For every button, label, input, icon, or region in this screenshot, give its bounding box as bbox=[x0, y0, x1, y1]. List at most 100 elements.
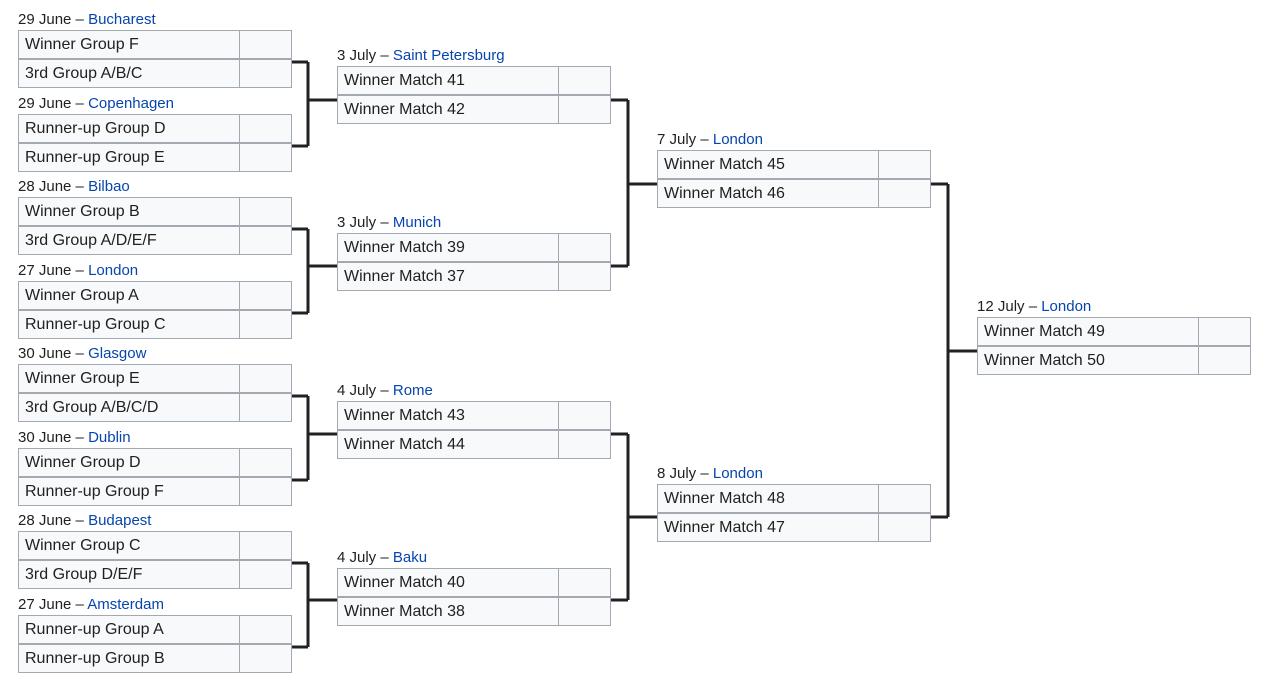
team-slot: Winner Group A bbox=[18, 281, 240, 310]
match-header: 3 July – Saint Petersburg bbox=[337, 46, 505, 66]
team-slot: Winner Match 39 bbox=[337, 233, 559, 262]
venue-link[interactable]: Munich bbox=[392, 214, 442, 231]
date-venue-separator: – bbox=[696, 465, 713, 482]
date-venue-separator: – bbox=[376, 382, 393, 399]
venue-link[interactable]: Copenhagen bbox=[88, 95, 174, 112]
venue-link[interactable]: Baku bbox=[392, 549, 428, 566]
team-slot: Winner Match 40 bbox=[337, 568, 559, 597]
venue-link[interactable]: Dublin bbox=[88, 429, 131, 446]
score-cell bbox=[240, 59, 292, 88]
score-cell bbox=[559, 597, 611, 626]
match-date: 4 July bbox=[337, 549, 377, 566]
score-cell bbox=[240, 281, 292, 310]
date-venue-separator: – bbox=[376, 214, 393, 231]
team-slot: Runner-up Group E bbox=[18, 143, 240, 172]
match-header: 30 June – Glasgow bbox=[18, 344, 146, 364]
match-header: 8 July – London bbox=[657, 464, 763, 484]
match-date: 12 July bbox=[977, 298, 1025, 315]
date-venue-separator: – bbox=[71, 596, 88, 613]
match-header: 28 June – Bilbao bbox=[18, 177, 130, 197]
team-slot: Winner Group F bbox=[18, 30, 240, 59]
date-venue-separator: – bbox=[71, 11, 89, 28]
venue-link[interactable]: Saint Petersburg bbox=[392, 47, 505, 64]
score-cell bbox=[1199, 346, 1251, 375]
venue-link[interactable]: Amsterdam bbox=[87, 596, 164, 613]
team-slot: 3rd Group D/E/F bbox=[18, 560, 240, 589]
team-slot: Winner Match 38 bbox=[337, 597, 559, 626]
team-slot: Winner Match 41 bbox=[337, 66, 559, 95]
score-cell bbox=[240, 531, 292, 560]
match-header: 29 June – Bucharest bbox=[18, 10, 156, 30]
score-cell bbox=[559, 401, 611, 430]
match-date: 29 June bbox=[18, 95, 72, 112]
match-header: 27 June – London bbox=[18, 261, 138, 281]
team-slot: Winner Match 47 bbox=[657, 513, 879, 542]
date-venue-separator: – bbox=[376, 549, 393, 566]
score-cell bbox=[879, 513, 931, 542]
date-venue-separator: – bbox=[71, 512, 89, 529]
match-date: 30 June bbox=[18, 429, 72, 446]
date-venue-separator: – bbox=[71, 95, 89, 112]
match-header: 4 July – Rome bbox=[337, 381, 433, 401]
team-slot: Winner Match 37 bbox=[337, 262, 559, 291]
venue-link[interactable]: London bbox=[712, 465, 763, 482]
team-slot: Winner Group D bbox=[18, 448, 240, 477]
score-cell bbox=[240, 114, 292, 143]
team-slot: Runner-up Group F bbox=[18, 477, 240, 506]
date-venue-separator: – bbox=[71, 345, 89, 362]
score-cell bbox=[559, 66, 611, 95]
team-slot: Winner Match 44 bbox=[337, 430, 559, 459]
venue-link[interactable]: Budapest bbox=[88, 512, 152, 529]
venue-link[interactable]: Rome bbox=[392, 382, 433, 399]
match-header: 28 June – Budapest bbox=[18, 511, 151, 531]
venue-link[interactable]: Bucharest bbox=[88, 11, 156, 28]
match-date: 7 July bbox=[657, 131, 697, 148]
team-slot: Winner Match 48 bbox=[657, 484, 879, 513]
venue-link[interactable]: London bbox=[712, 131, 763, 148]
date-venue-separator: – bbox=[71, 429, 89, 446]
match-date: 27 June bbox=[18, 596, 72, 613]
score-cell bbox=[879, 179, 931, 208]
match-header: 29 June – Copenhagen bbox=[18, 94, 174, 114]
venue-link[interactable]: Glasgow bbox=[88, 345, 147, 362]
match-header: 27 June – Amsterdam bbox=[18, 595, 164, 615]
match-date: 3 July bbox=[337, 47, 377, 64]
match-date: 30 June bbox=[18, 345, 72, 362]
match-date: 28 June bbox=[18, 512, 72, 529]
score-cell bbox=[879, 484, 931, 513]
score-cell bbox=[240, 615, 292, 644]
score-cell bbox=[240, 310, 292, 339]
score-cell bbox=[240, 477, 292, 506]
match-date: 8 July bbox=[657, 465, 697, 482]
team-slot: Winner Group C bbox=[18, 531, 240, 560]
date-venue-separator: – bbox=[696, 131, 713, 148]
venue-link[interactable]: Bilbao bbox=[88, 178, 130, 195]
venue-link[interactable]: London bbox=[1041, 298, 1092, 315]
match-header: 4 July – Baku bbox=[337, 548, 427, 568]
team-slot: Winner Match 46 bbox=[657, 179, 879, 208]
match-header: 12 July – London bbox=[977, 297, 1091, 317]
team-slot: 3rd Group A/B/C/D bbox=[18, 393, 240, 422]
score-cell bbox=[240, 644, 292, 673]
score-cell bbox=[559, 233, 611, 262]
match-header: 7 July – London bbox=[657, 130, 763, 150]
match-date: 29 June bbox=[18, 11, 72, 28]
score-cell bbox=[240, 143, 292, 172]
team-slot: Runner-up Group C bbox=[18, 310, 240, 339]
venue-link[interactable]: London bbox=[88, 262, 139, 279]
score-cell bbox=[240, 448, 292, 477]
team-slot: Winner Group B bbox=[18, 197, 240, 226]
match-date: 27 June bbox=[18, 262, 72, 279]
match-header: 3 July – Munich bbox=[337, 213, 441, 233]
team-slot: 3rd Group A/D/E/F bbox=[18, 226, 240, 255]
score-cell bbox=[559, 262, 611, 291]
score-cell bbox=[240, 364, 292, 393]
date-venue-separator: – bbox=[71, 178, 89, 195]
team-slot: Winner Match 42 bbox=[337, 95, 559, 124]
score-cell bbox=[559, 568, 611, 597]
team-slot: Runner-up Group B bbox=[18, 644, 240, 673]
team-slot: Winner Group E bbox=[18, 364, 240, 393]
match-header: 30 June – Dublin bbox=[18, 428, 131, 448]
score-cell bbox=[240, 560, 292, 589]
team-slot: Runner-up Group D bbox=[18, 114, 240, 143]
